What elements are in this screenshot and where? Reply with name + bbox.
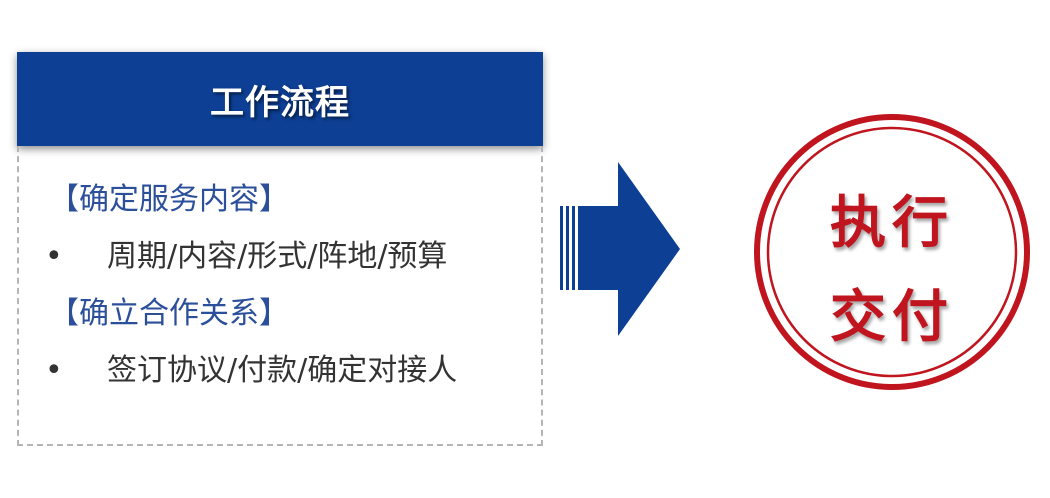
execution-delivery-seal: 执行 交付	[752, 112, 1032, 392]
seal-text-deliver: 交付	[830, 284, 954, 350]
workflow-title: 工作流程	[210, 82, 350, 123]
bullet-dot: •	[45, 353, 63, 388]
workflow-content-box: 【确定服务内容】 • 周期/内容/形式/阵地/预算 【确立合作关系】 • 签订协议/…	[17, 146, 543, 446]
step-heading-cooperation: 【确立合作关系】	[49, 296, 289, 331]
seal-text-execute: 执行	[830, 190, 954, 256]
bullet-dot: •	[45, 239, 63, 274]
step-detail-service-content: • 周期/内容/形式/阵地/预算	[45, 231, 447, 275]
step-detail-cooperation: • 签订协议/付款/确定对接人	[45, 345, 457, 389]
workflow-header: 工作流程	[17, 52, 543, 146]
step-detail-text: 签订协议/付款/确定对接人	[107, 353, 458, 388]
right-arrow-icon	[560, 162, 680, 336]
step-heading-service-content: 【确定服务内容】	[49, 182, 289, 217]
seal-rings	[754, 114, 1030, 390]
step-detail-text: 周期/内容/形式/阵地/预算	[107, 239, 448, 274]
